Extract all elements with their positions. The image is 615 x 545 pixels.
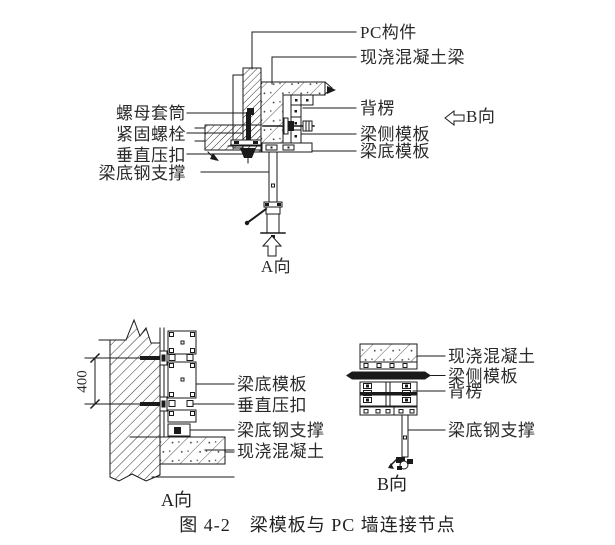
dimension-400: [84, 352, 141, 410]
cast-concrete-block: [359, 343, 418, 363]
label-waler: 背楞: [360, 99, 395, 118]
direction-arrow-left-icon: [444, 109, 465, 127]
view-b-title: B向: [377, 474, 408, 494]
view-b-drawing: [346, 343, 446, 470]
fastening-bolt-shape: [262, 117, 315, 135]
formwork-strip-bottom: [359, 406, 418, 416]
label-a-beam-bottom-formwork: 梁底模板: [237, 375, 307, 394]
top-detail-view: [186, 31, 465, 257]
waler-box: [359, 381, 418, 407]
label-b-waler: 背楞: [448, 382, 483, 401]
waler-shapes: [290, 94, 314, 144]
label-b-cast-concrete: 现浇混凝土: [448, 347, 536, 366]
leader-lines-view-a: [189, 383, 235, 451]
label-nut-sleeve: 螺母套筒: [116, 104, 186, 123]
pc-wall-section: [98, 318, 161, 482]
dimension-400-text: 400: [74, 370, 91, 393]
label-a-cast-concrete: 现浇混凝土: [237, 442, 325, 461]
view-a-drawing: [84, 318, 235, 482]
label-beam-bottom-steel-support: 梁底钢支撑: [98, 164, 186, 183]
label-b-beam-side-formwork: 梁侧模板: [448, 367, 518, 386]
label-direction-b: B向: [466, 107, 496, 126]
direction-arrow-up-icon: [261, 235, 283, 257]
leader-lines-top: [186, 31, 357, 173]
beam-side-formwork-bar: [346, 371, 431, 380]
label-direction-a: A向: [260, 257, 292, 276]
nut-sleeve-shape: [247, 108, 254, 115]
label-a-vertical-clamp: 垂直压扣: [237, 396, 307, 415]
label-vertical-clamp: 垂直压扣: [116, 146, 186, 165]
label-beam-side-formwork: 梁侧模板: [360, 125, 430, 144]
steel-prop-b: [388, 414, 413, 470]
figure-caption: 图 4-2 梁模板与 PC 墙连接节点: [179, 515, 456, 535]
leader-lines-view-b: [407, 355, 446, 431]
label-pc-component: PC构件: [360, 23, 417, 42]
label-a-steel-support: 梁底钢支撑: [237, 421, 325, 440]
label-cast-beam: 现浇混凝土梁: [360, 48, 465, 67]
wall-bolt-assembly-upper: [140, 350, 194, 366]
formwork-strip-top: [359, 361, 418, 370]
formwork-panels: [167, 330, 197, 423]
wall-face-lines: [159, 327, 165, 438]
label-b-steel-support: 梁底钢支撑: [448, 421, 536, 440]
vertical-clamp-shape: [227, 112, 263, 164]
view-a-title: A向: [161, 490, 192, 510]
support-bracket: [167, 423, 191, 437]
label-beam-bottom-formwork: 梁底模板: [360, 142, 430, 161]
steel-prop: [244, 151, 286, 238]
beam-bottom-formwork-shape: [261, 142, 313, 153]
label-fastening-bolt: 紧固螺栓: [116, 125, 186, 144]
